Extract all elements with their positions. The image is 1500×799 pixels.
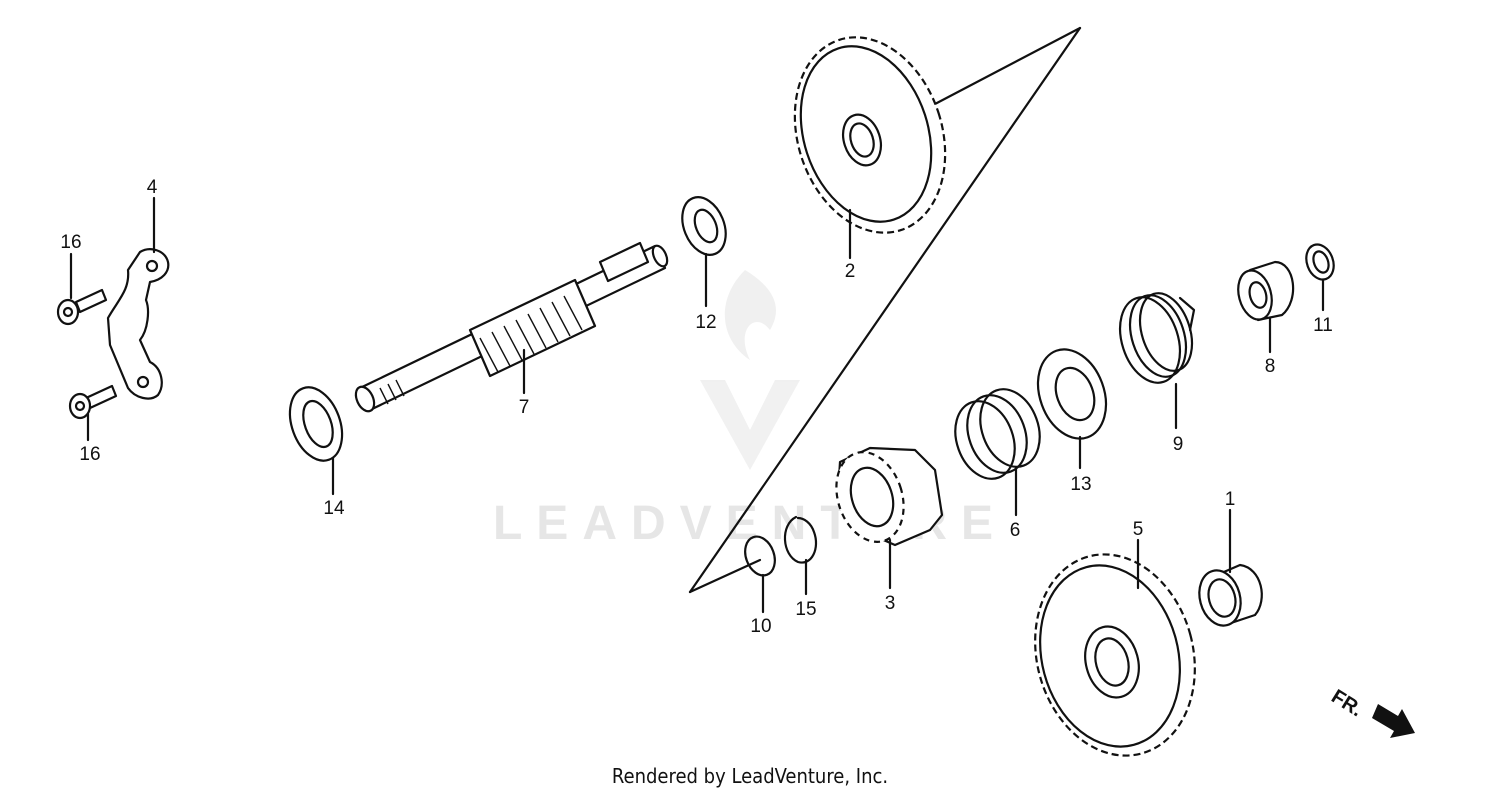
callout-11: 11 (1313, 315, 1333, 336)
part-bushing-1 (1198, 563, 1263, 627)
part-washer-12 (681, 196, 727, 256)
callout-7: 7 (519, 397, 530, 418)
part-collar-8 (1237, 260, 1295, 322)
part-bolt-upper (56, 288, 108, 326)
watermark-logo (700, 270, 800, 470)
part-gear-upper (793, 36, 947, 234)
callout-16-upper: 16 (60, 232, 81, 253)
front-direction-label: FR. (1327, 686, 1366, 722)
front-direction-marker: FR. (1327, 686, 1415, 738)
part-spring-9 (1119, 292, 1196, 384)
callout-15: 15 (795, 599, 816, 620)
callout-13: 13 (1070, 474, 1091, 495)
callout-4: 4 (147, 177, 158, 198)
callout-10: 10 (750, 616, 771, 637)
callout-labels: 1 2 3 4 5 6 7 8 9 10 11 12 13 14 15 16 1… (60, 177, 1332, 637)
callout-2: 2 (845, 261, 856, 282)
part-washer-11 (1305, 243, 1335, 281)
front-arrow-icon (1372, 704, 1415, 738)
part-ratchet (835, 446, 944, 547)
callout-3: 3 (885, 593, 896, 614)
leader-lines (69, 196, 1325, 614)
callout-16-lower: 16 (79, 444, 100, 465)
part-snap-ring-15 (783, 515, 818, 564)
callout-6: 6 (1010, 520, 1021, 541)
callout-5: 5 (1133, 519, 1144, 540)
part-circlip-10 (744, 535, 776, 577)
part-bolt-lower (68, 384, 118, 420)
callout-9: 9 (1173, 434, 1184, 455)
part-bracket (106, 248, 170, 400)
callout-8: 8 (1265, 356, 1276, 377)
part-spring-6 (954, 388, 1041, 480)
part-washer-13 (1036, 348, 1108, 440)
part-gear-lower (1034, 553, 1196, 757)
part-washer-14 (288, 386, 344, 462)
callout-14: 14 (323, 498, 345, 519)
footer-credit: Rendered by LeadVenture, Inc. (611, 764, 889, 788)
callout-1: 1 (1225, 489, 1236, 510)
part-kickstarter-shaft (354, 241, 669, 413)
callout-12: 12 (695, 312, 716, 333)
